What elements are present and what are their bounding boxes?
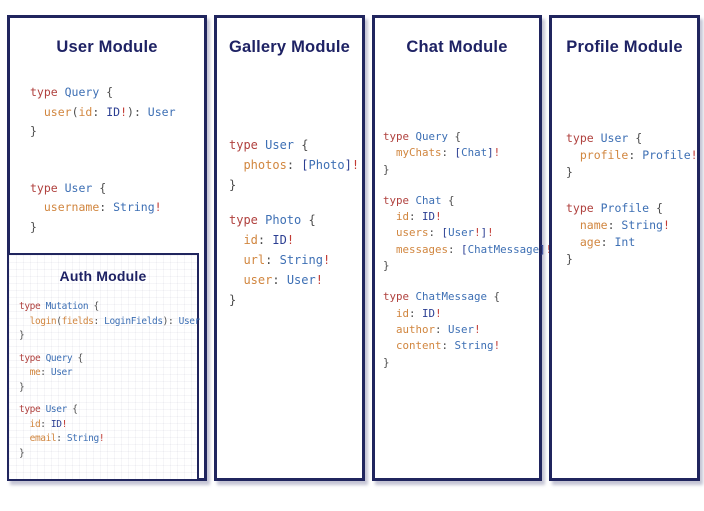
code-line: users: [User!]! (396, 226, 494, 240)
code-block: type Profile { name: String! age: Int} (566, 200, 697, 268)
auth-module-code: type Mutation { login(fields: LoginField… (9, 300, 201, 461)
code-line: age: Int (579, 235, 636, 249)
code-line: login(fields: LoginFields): User (29, 315, 201, 327)
code-line: myChats: [Chat]! (396, 146, 501, 160)
code-block: type Photo { id: ID! url: String! user: … (229, 210, 362, 310)
code-line: type User { (566, 131, 643, 145)
code-line: type User { (30, 180, 107, 195)
user-module-code: type Query { user(id: ID!): User}type Us… (10, 83, 204, 237)
code-line: } (229, 178, 237, 192)
panel-title-auth-module: Auth Module (59, 268, 147, 284)
code-line: id: ID! (396, 210, 442, 224)
panel-title-chat-module: Chat Module (406, 38, 508, 56)
code-line: type Profile { (566, 201, 663, 215)
code-line: } (383, 162, 390, 176)
code-line: } (566, 252, 573, 266)
code-block: type User { id: ID! email: String!} (19, 403, 197, 461)
code-block: type Mutation { login(fields: LoginField… (19, 300, 201, 344)
code-block: type Query { me: User} (19, 352, 197, 396)
code-line: id: ID! (396, 306, 442, 320)
code-line: id: ID! (243, 233, 295, 247)
code-line: url: String! (243, 253, 331, 267)
panel-chat-module: Chat Module type Query { myChats: [Chat]… (372, 15, 552, 481)
code-line: type Query { (30, 85, 114, 99)
code-line: } (30, 219, 37, 234)
code-line: profile: Profile! (579, 148, 698, 162)
code-line: email: String! (29, 433, 105, 444)
code-line: type Query { (383, 130, 462, 143)
code-line: author: User! (396, 322, 481, 336)
panel-gallery-module: Gallery Module type User { photos: [Phot… (214, 15, 365, 481)
code-line: user(id: ID!): User (43, 104, 176, 119)
code-line: type User { (229, 138, 309, 152)
panel-auth-module: Auth Module type Mutation { login(fields… (7, 253, 201, 481)
gallery-module-code: type User { photos: [Photo]!}type Photo … (217, 135, 362, 310)
panel-title-profile-module: Profile Module (566, 38, 683, 56)
chat-module-code: type Query { myChats: [Chat]!}type Chat … (375, 129, 552, 371)
code-line: type Chat { (383, 193, 455, 207)
code-block: type Query { myChats: [Chat]!} (383, 129, 539, 178)
code-block: type Query { user(id: ID!): User} (30, 83, 204, 142)
code-block: type User { profile: Profile!} (566, 130, 698, 181)
code-line: me: User (29, 367, 73, 378)
code-line: content: String! (396, 339, 501, 353)
code-line: name: String! (579, 218, 670, 232)
panel-title-gallery-module: Gallery Module (228, 38, 351, 56)
code-line: } (383, 355, 390, 369)
code-line: type Mutation { (19, 301, 99, 312)
code-block: type Chat { id: ID! users: [User!]! mess… (383, 193, 552, 274)
code-line: } (19, 447, 25, 459)
code-line: photos: [Photo]! (243, 158, 360, 172)
code-line: messages: [ChatMessage]! (396, 242, 552, 256)
panel-user-module: User Module type Query { user(id: ID!): … (7, 15, 207, 481)
panel-title-user-module: User Module (56, 38, 158, 56)
code-block: type User { username: String!} (30, 179, 204, 238)
code-line: } (19, 330, 25, 341)
code-block: type ChatMessage { id: ID! author: User!… (383, 289, 539, 370)
profile-module-code: type User { profile: Profile!}type Profi… (552, 130, 698, 268)
code-line: } (229, 293, 237, 307)
code-line: } (566, 165, 573, 179)
code-line: type Photo { (229, 213, 316, 227)
code-line: type ChatMessage { (383, 290, 501, 304)
panel-profile-module: Profile Module type User { profile: Prof… (549, 15, 700, 481)
code-line: } (30, 124, 37, 138)
code-line: type Query { (19, 352, 83, 364)
code-block: type User { photos: [Photo]!} (229, 135, 362, 195)
code-line: user: User! (243, 273, 323, 287)
code-line: id: ID! (29, 418, 68, 430)
code-line: } (383, 259, 390, 273)
code-line: type User { (19, 404, 78, 415)
code-line: username: String! (43, 200, 162, 214)
code-line: } (19, 381, 25, 393)
